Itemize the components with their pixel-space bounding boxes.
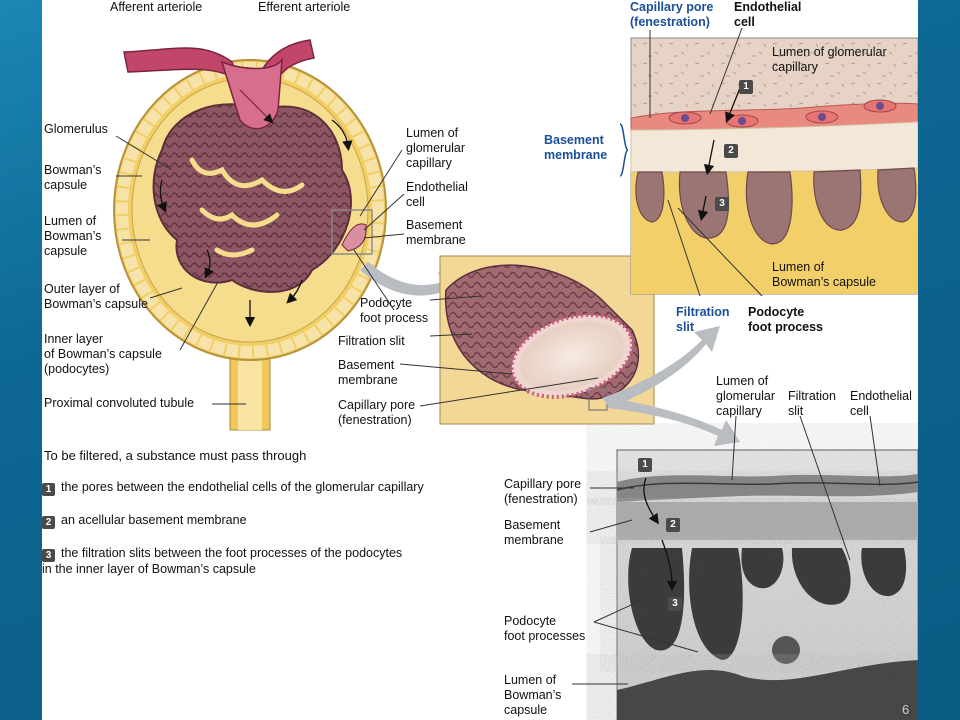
em-label-filtration-slit: Filtration slit	[788, 389, 836, 418]
label-filtration-slit: Filtration slit	[338, 334, 405, 348]
inset-badge-2: 2	[728, 145, 734, 156]
inset-label-filtration-slit: Filtration slit	[676, 305, 730, 334]
caption-intro: To be filtered, a substance must pass th…	[44, 448, 307, 463]
inset-badges	[715, 80, 753, 211]
em-label-basement-membrane: Basement membrane	[504, 518, 564, 547]
em-badge-3: 3	[672, 598, 678, 609]
zoom-arrow-2	[602, 326, 720, 408]
inset-label-basement-membrane: Basement membrane	[544, 133, 608, 162]
label-basement-membrane-2: Basement membrane	[338, 358, 398, 387]
step-3-badge: 3	[42, 549, 55, 562]
inset-label-lumen-glomerular-capillary: Lumen of glomerular capillary	[772, 45, 887, 74]
inset-label-lumen-bowmans-capsule: Lumen of Bowman’s capsule	[772, 260, 876, 289]
caption-step-1: 1 the pores between the endothelial cells…	[42, 480, 424, 496]
label-capillary-pore: Capillary pore (fenestration)	[338, 398, 416, 427]
electron-micrograph	[572, 415, 918, 720]
em-badge-1: 1	[642, 459, 648, 470]
em-label-podocyte-foot-processes: Podocyte foot processes	[504, 614, 586, 643]
label-inner-layer: Inner layer of Bowman’s capsule (podocyt…	[44, 332, 162, 376]
caption-step-3: 3 the filtration slits between the foot p…	[42, 546, 402, 562]
label-proximal-tubule: Proximal convoluted tubule	[44, 396, 195, 410]
step-2-text: an acellular basement membrane	[61, 513, 247, 527]
label-endothelial-cell: Endothelial cell	[406, 180, 468, 209]
em-badge-2: 2	[670, 519, 676, 530]
filtration-inset	[619, 27, 918, 297]
nephron-diagram	[113, 27, 918, 720]
step-1-text: the pores between the endothelial cells …	[61, 480, 424, 494]
zoom-arrow-1	[360, 262, 462, 302]
inset-label-endothelial-cell: Endothelial cell	[734, 0, 802, 29]
renal-corpuscle	[113, 39, 387, 431]
label-glomerulus: Glomerulus	[44, 122, 108, 136]
page-number: 6	[902, 702, 910, 717]
em-label-endothelial-cell: Endothelial cell	[850, 389, 912, 418]
step-3-text: the filtration slits between the foot pr…	[61, 546, 403, 560]
step-2-badge: 2	[42, 516, 55, 529]
figure-panel: Afferent arteriole Efferent arteriole Gl…	[42, 0, 918, 720]
leader-lines-left	[115, 135, 599, 407]
label-lumen-bowmans-capsule: Lumen of Bowman’s capsule	[44, 214, 102, 258]
inset-label-capillary-pore: Capillary pore (fenestration)	[630, 0, 714, 29]
caption-step-2: 2 an acellular basement membrane	[42, 513, 247, 529]
caption-step-3-continuation: in the inner layer of Bowman’s capsule	[42, 562, 256, 576]
label-podocyte-foot-process: Podocyte foot process	[360, 296, 429, 325]
em-label-capillary-pore: Capillary pore (fenestration)	[504, 477, 582, 506]
inset-badge-1: 1	[743, 81, 749, 92]
zoom-arrow-3	[608, 398, 740, 446]
label-outer-layer: Outer layer of Bowman’s capsule	[44, 282, 148, 311]
label-afferent-arteriole: Afferent arteriole	[110, 0, 203, 14]
label-lumen-glomerular-capillary: Lumen of glomerular capillary	[406, 126, 466, 170]
em-label-lumen-glomerular-capillary: Lumen of glomerular capillary	[716, 374, 776, 418]
inset-label-podocyte-foot-process: Podocyte foot process	[748, 305, 824, 334]
step-1-badge: 1	[42, 483, 55, 496]
em-label-lumen-bowmans-capsule: Lumen of Bowman’s capsule	[504, 673, 562, 717]
label-bowmans-capsule: Bowman’s capsule	[44, 163, 102, 192]
label-efferent-arteriole: Efferent arteriole	[258, 0, 351, 14]
micrograph-badges	[638, 458, 682, 611]
label-basement-membrane: Basement membrane	[406, 218, 466, 247]
inset-badge-3: 3	[719, 198, 725, 209]
